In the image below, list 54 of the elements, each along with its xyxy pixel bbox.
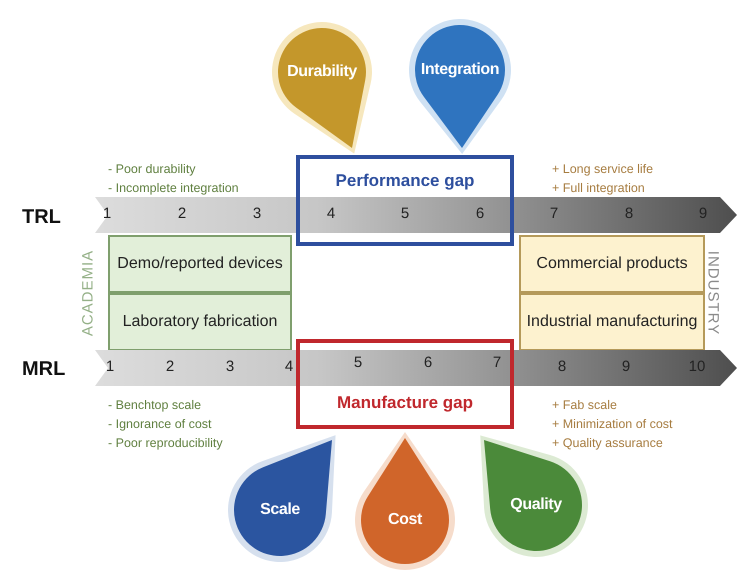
level-number: 5 — [354, 354, 362, 371]
level-number: 8 — [624, 205, 634, 222]
drop-shape — [354, 431, 456, 571]
drop-label: Cost — [388, 511, 422, 529]
scale-label: TRL — [22, 206, 61, 229]
bullet-note: + Fab scale — [552, 398, 617, 412]
drop-label: Quality — [510, 496, 562, 514]
scale-label: MRL — [22, 358, 66, 381]
bullet-note: - Ignorance of cost — [108, 417, 212, 431]
bullet-note: + Long service life — [552, 162, 654, 176]
stage-box — [519, 293, 705, 351]
drop-label: Durability — [287, 63, 357, 81]
bullet-note: - Poor durability — [108, 162, 196, 176]
gap-frame — [296, 155, 514, 246]
level-number: 6 — [476, 205, 484, 222]
level-number: 7 — [492, 354, 502, 371]
level-number: 3 — [226, 358, 234, 375]
level-number: 7 — [550, 205, 558, 222]
side-label: INDUSTRY — [704, 250, 722, 336]
stage-box — [519, 235, 705, 293]
stage-label: Commercial products — [536, 254, 688, 274]
level-number: 8 — [558, 358, 566, 375]
arrow-band — [95, 350, 737, 386]
level-number: 6 — [424, 354, 432, 371]
level-number: 10 — [688, 358, 706, 375]
level-number: 1 — [106, 358, 114, 375]
gap-title: Manufacture gap — [336, 393, 474, 413]
gap-frame — [296, 339, 514, 429]
arrow-band — [95, 197, 737, 233]
stage-label: Industrial manufacturing — [526, 312, 698, 332]
stage-label: Laboratory fabrication — [122, 312, 278, 332]
level-number: 9 — [622, 358, 630, 375]
bullet-note: - Incomplete integration — [108, 181, 239, 195]
drop-shape — [271, 21, 373, 155]
level-number: 3 — [252, 205, 262, 222]
stage-label: Demo/reported devices — [117, 254, 283, 274]
stage-box — [108, 293, 292, 351]
level-number: 5 — [400, 205, 410, 222]
stage-box — [108, 235, 292, 293]
bullet-note: - Poor reproducibility — [108, 436, 223, 450]
gap-title: Performance gap — [336, 171, 474, 191]
drop-shape — [408, 18, 512, 155]
level-number: 4 — [284, 358, 294, 375]
side-label: ACADEMIA — [80, 250, 96, 336]
drop-label: Scale — [260, 501, 300, 519]
bullet-note: + Quality assurance — [552, 436, 663, 450]
level-number: 2 — [178, 205, 186, 222]
bullet-note: + Minimization of cost — [552, 417, 673, 431]
level-number: 2 — [166, 358, 174, 375]
bullet-note: - Benchtop scale — [108, 398, 202, 412]
level-number: 4 — [326, 205, 336, 222]
level-number: 1 — [102, 205, 112, 222]
drop-label: Integration — [420, 61, 500, 79]
bullet-note: + Full integration — [552, 181, 645, 195]
